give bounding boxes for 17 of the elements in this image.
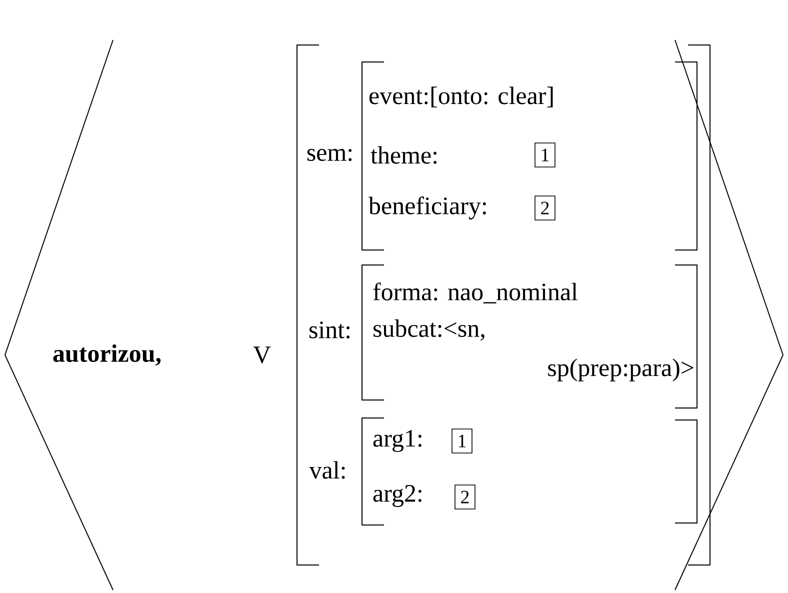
feature-value: forma: nao_nominal [373, 282, 578, 304]
tag-box: 2 [534, 196, 556, 220]
tag-box: 1 [534, 142, 556, 168]
feature-name: beneficiary: [368, 196, 486, 220]
tag-box: 2 [454, 484, 476, 510]
feature-name: arg1: [373, 430, 422, 452]
feature-name: arg2: [373, 485, 422, 507]
feature-value: subcat:<sn, [374, 319, 484, 341]
feature-name: sem: [307, 148, 352, 162]
feature-name: theme: [370, 146, 437, 164]
feature-value: sp(prep:para)> [548, 358, 694, 382]
tag-box: 1 [452, 428, 472, 454]
word-form: autorizou, [53, 344, 161, 366]
feature-name: val: [309, 461, 345, 479]
feature-name: sint: [310, 322, 350, 338]
category-label: V [253, 346, 271, 364]
feature-value: event:[onto: clear] [369, 86, 553, 108]
